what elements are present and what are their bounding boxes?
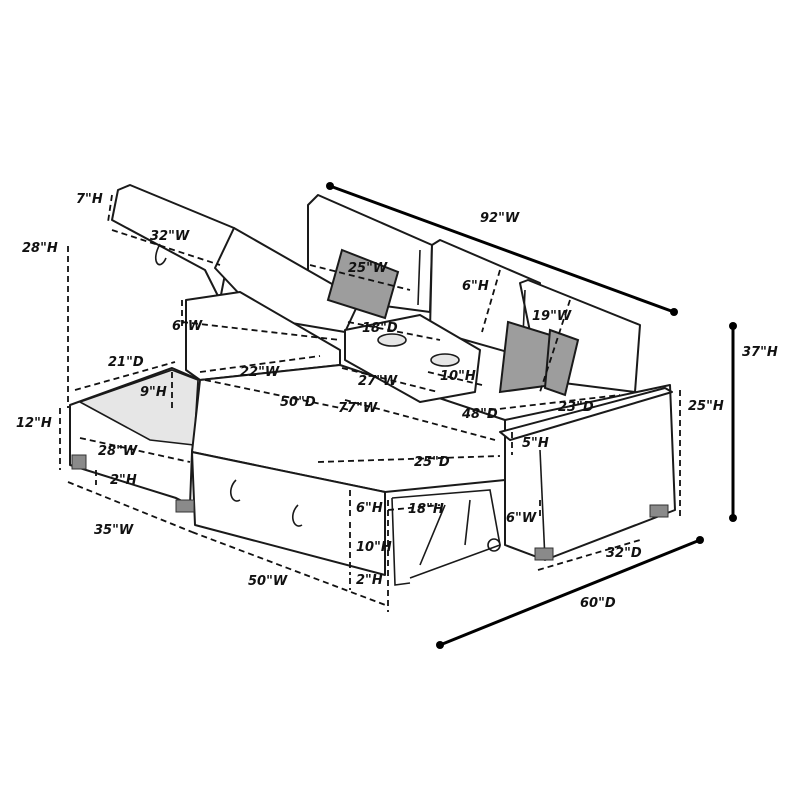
label-chaise-width: 35"W: [94, 523, 134, 538]
label-arm-top-height: 5"H: [522, 436, 549, 451]
lid-strap: [155, 243, 167, 266]
pull-handle-right: [291, 504, 303, 527]
label-leg-height-center: 2"H: [356, 573, 383, 588]
dimension-labels: 92"W 37"H 60"D 7"H 32"W 28"H 25"W 6"H 19…: [16, 192, 778, 611]
label-lid-thickness: 7"H: [76, 192, 103, 207]
label-back-cushion-thickness: 6"H: [462, 279, 489, 294]
label-overall-width: 92"W: [480, 211, 520, 226]
label-arm-seat-depth: 32"D: [606, 546, 642, 561]
label-console-width: 27"W: [358, 374, 398, 389]
width-line: [329, 184, 675, 314]
dashed-dimension-lines: [59, 194, 681, 612]
label-overall-height: 37"H: [742, 345, 778, 360]
label-seat-height: 12"H: [16, 416, 52, 431]
label-leg-height-left: 2"H: [110, 473, 137, 488]
label-arm-depth: 23"D: [558, 400, 594, 415]
center-console: [344, 314, 481, 403]
label-seat-depth: 48"D: [461, 407, 498, 422]
right-arm-top: [499, 387, 673, 441]
label-storage-opening: 22"W: [240, 365, 280, 380]
label-sleeper-seat-depth: 25"D: [414, 455, 450, 470]
right-arm-panel: [539, 449, 546, 561]
label-overall-depth: 60"D: [580, 596, 616, 611]
label-sleeper-frame-height: 10"H: [356, 540, 392, 555]
foot-front-right: [534, 547, 554, 561]
label-chaise-seat-depth: 50"D: [280, 395, 316, 410]
label-console-height: 10"H: [440, 369, 476, 384]
label-arm-width: 6"W: [506, 511, 537, 526]
label-storage-depth: 9"H: [140, 385, 167, 400]
pillow-left: [326, 248, 400, 320]
foot-back-right: [649, 504, 669, 518]
label-lid-width: 32"W: [150, 229, 190, 244]
label-sleeper-cushion: 6"H: [356, 501, 383, 516]
label-storage-inner-width: 28"W: [98, 444, 138, 459]
pullout-wheel: [487, 538, 501, 552]
label-chaise-depth: 21"D: [108, 355, 144, 370]
pullout-frame: [391, 489, 501, 586]
foot-chaise: [175, 499, 195, 513]
label-console-depth: 18"D: [362, 321, 398, 336]
pull-handle-left: [229, 479, 241, 502]
label-sleeper-pullout: 18"H: [408, 502, 444, 517]
label-seat-width: 77"W: [338, 401, 378, 416]
cup-holder-1: [377, 333, 407, 347]
depth-line: [439, 538, 701, 647]
cup-holder-2: [430, 353, 460, 367]
overall-dimension-lines: [326, 182, 737, 649]
label-storage-rim: 6"W: [172, 319, 203, 334]
label-arm-height: 25"H: [688, 399, 724, 414]
label-pullout-width: 50"W: [248, 574, 288, 589]
sofa-illustration: [69, 184, 676, 586]
label-raised-height: 28"H: [22, 241, 58, 256]
label-pillow-width: 19"W: [532, 309, 572, 324]
label-back-cushion-width: 25"W: [348, 261, 388, 276]
foot-left: [71, 454, 87, 470]
